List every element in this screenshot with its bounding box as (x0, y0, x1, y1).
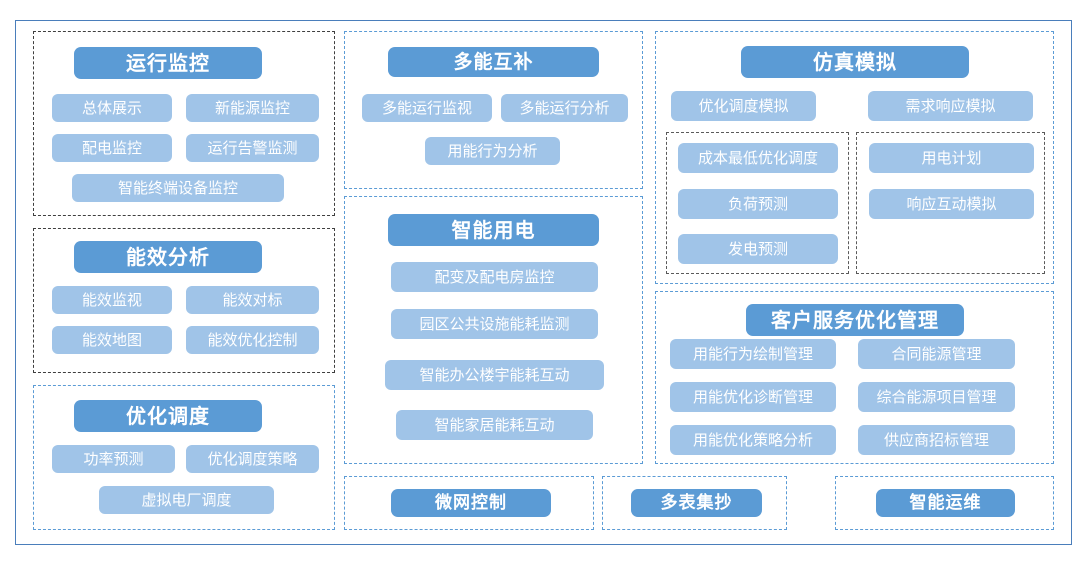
section-header-energy-efficiency-analysis[interactable]: 能效分析 (74, 241, 262, 273)
section-header-customer-service-optimization[interactable]: 客户服务优化管理 (746, 304, 964, 336)
item-response-interaction-simulation[interactable]: 响应互动模拟 (869, 189, 1034, 219)
item-efficiency-monitoring[interactable]: 能效监视 (52, 286, 172, 314)
section-energy-efficiency-analysis[interactable]: 能效分析 能效监视 能效对标 能效地图 能效优化控制 (33, 228, 335, 373)
item-lowest-cost-optimized-dispatch[interactable]: 成本最低优化调度 (678, 143, 838, 173)
item-energy-behavior-mapping-management[interactable]: 用能行为绘制管理 (670, 339, 836, 369)
section-header-multi-energy-complementation[interactable]: 多能互补 (388, 47, 599, 77)
item-generation-forecast[interactable]: 发电预测 (678, 234, 838, 264)
item-multi-energy-operation-monitoring[interactable]: 多能运行监视 (362, 94, 492, 122)
section-header-operation-monitoring[interactable]: 运行监控 (74, 47, 262, 79)
item-transformer-substation-monitoring[interactable]: 配变及配电房监控 (391, 262, 598, 292)
item-demand-response-simulation[interactable]: 需求响应模拟 (868, 91, 1033, 121)
item-efficiency-optimization-control[interactable]: 能效优化控制 (186, 326, 319, 354)
item-integrated-energy-project-management[interactable]: 综合能源项目管理 (858, 382, 1015, 412)
section-simulation[interactable]: 仿真模拟 优化调度模拟 需求响应模拟 成本最低优化调度 负荷预测 发电预测 用电… (655, 31, 1054, 284)
item-distribution-monitoring[interactable]: 配电监控 (52, 134, 172, 162)
item-power-forecast[interactable]: 功率预测 (52, 445, 175, 473)
section-customer-service-optimization[interactable]: 客户服务优化管理 用能行为绘制管理 用能优化诊断管理 用能优化策略分析 合同能源… (655, 291, 1054, 464)
section-header-simulation[interactable]: 仿真模拟 (741, 46, 969, 78)
item-multi-energy-operation-analysis[interactable]: 多能运行分析 (501, 94, 628, 122)
item-operation-alarm-monitoring[interactable]: 运行告警监测 (186, 134, 319, 162)
section-smart-operations[interactable]: 智能运维 (835, 476, 1054, 530)
section-header-optimized-dispatch[interactable]: 优化调度 (74, 400, 262, 432)
section-header-multi-meter-reading[interactable]: 多表集抄 (631, 489, 762, 517)
section-operation-monitoring[interactable]: 运行监控 总体展示 新能源监控 配电监控 运行告警监测 智能终端设备监控 (33, 31, 335, 216)
item-virtual-power-plant-dispatch[interactable]: 虚拟电厂调度 (99, 486, 274, 514)
item-smart-home-energy-interaction[interactable]: 智能家居能耗互动 (396, 410, 593, 440)
item-overall-display[interactable]: 总体展示 (52, 94, 172, 122)
item-efficiency-benchmarking[interactable]: 能效对标 (186, 286, 319, 314)
subgroup-simulation-dispatch[interactable]: 成本最低优化调度 负荷预测 发电预测 (666, 132, 849, 274)
item-supplier-bidding-management[interactable]: 供应商招标管理 (858, 425, 1015, 455)
section-multi-energy-complementation[interactable]: 多能互补 多能运行监视 多能运行分析 用能行为分析 (344, 31, 643, 189)
section-optimized-dispatch[interactable]: 优化调度 功率预测 优化调度策略 虚拟电厂调度 (33, 385, 335, 530)
item-energy-optimization-diagnosis-management[interactable]: 用能优化诊断管理 (670, 382, 836, 412)
item-energy-optimization-strategy-analysis[interactable]: 用能优化策略分析 (670, 425, 836, 455)
item-smart-terminal-device-monitoring[interactable]: 智能终端设备监控 (72, 174, 284, 202)
section-microgrid-control[interactable]: 微网控制 (344, 476, 594, 530)
item-electricity-use-plan[interactable]: 用电计划 (869, 143, 1034, 173)
section-header-smart-operations[interactable]: 智能运维 (876, 489, 1015, 517)
item-energy-use-behavior-analysis[interactable]: 用能行为分析 (425, 137, 560, 165)
item-park-public-facility-energy-monitoring[interactable]: 园区公共设施能耗监测 (391, 309, 598, 339)
item-optimized-dispatch-simulation[interactable]: 优化调度模拟 (671, 91, 816, 121)
item-new-energy-monitoring[interactable]: 新能源监控 (186, 94, 319, 122)
section-smart-electricity-use[interactable]: 智能用电 配变及配电房监控 园区公共设施能耗监测 智能办公楼宇能耗互动 智能家居… (344, 196, 643, 464)
item-dispatch-strategy[interactable]: 优化调度策略 (186, 445, 319, 473)
item-smart-office-building-energy-interaction[interactable]: 智能办公楼宇能耗互动 (385, 360, 604, 390)
section-header-microgrid-control[interactable]: 微网控制 (391, 489, 551, 517)
item-efficiency-map[interactable]: 能效地图 (52, 326, 172, 354)
item-load-forecast[interactable]: 负荷预测 (678, 189, 838, 219)
section-header-smart-electricity-use[interactable]: 智能用电 (388, 214, 599, 246)
item-contract-energy-management[interactable]: 合同能源管理 (858, 339, 1015, 369)
section-multi-meter-reading[interactable]: 多表集抄 (602, 476, 787, 530)
subgroup-simulation-demand[interactable]: 用电计划 响应互动模拟 (856, 132, 1045, 274)
